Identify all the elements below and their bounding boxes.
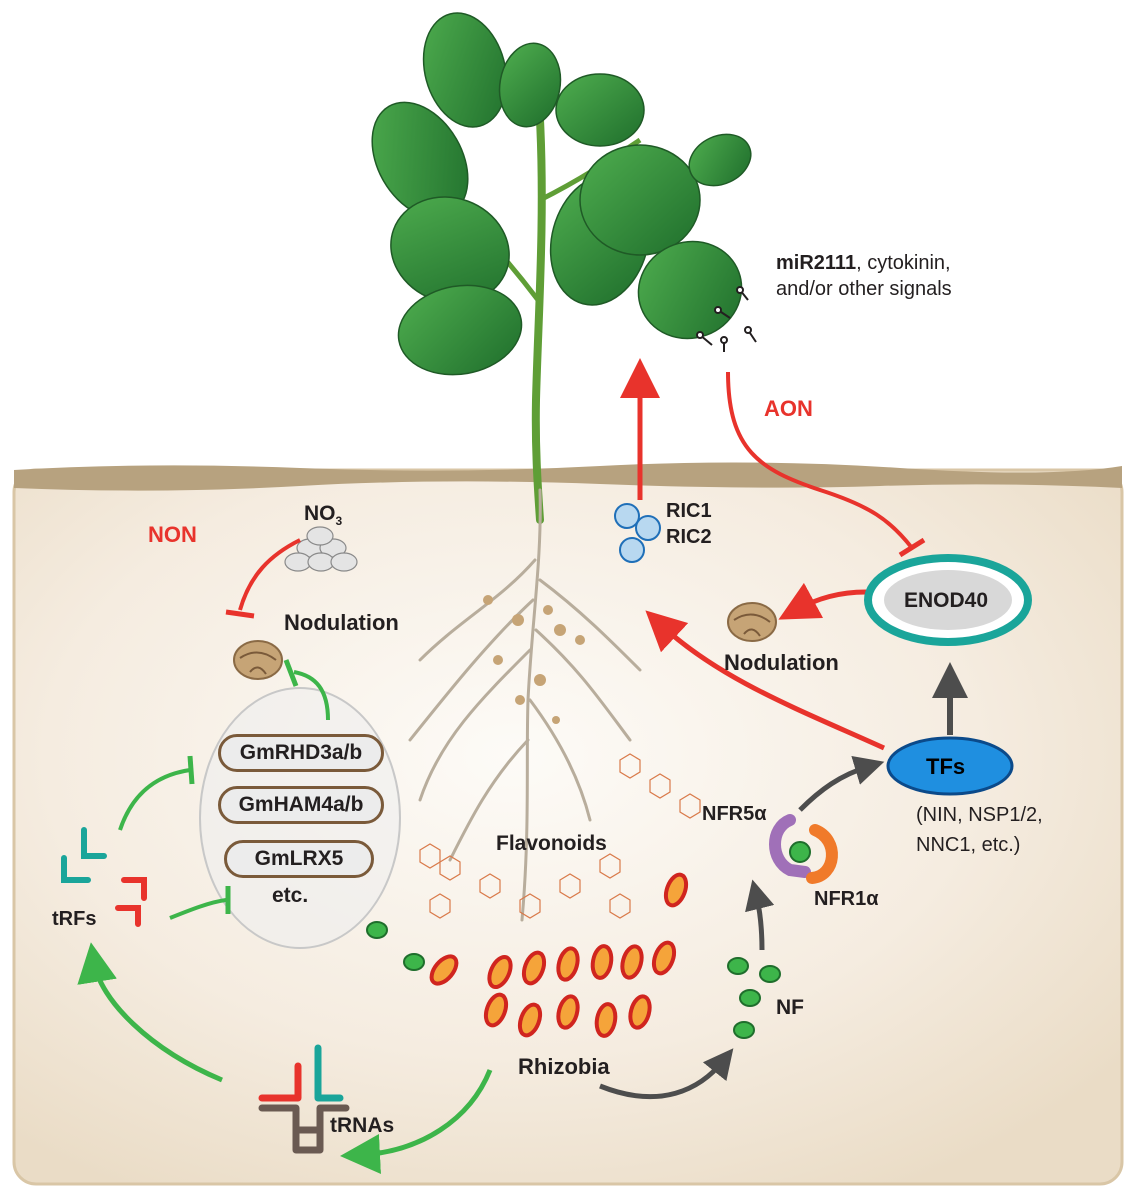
root-nodules	[483, 595, 585, 724]
nfr-receptor-complex	[769, 814, 838, 884]
tf-list-line-2: NNC1, etc.)	[916, 834, 1021, 856]
tfs-label: TFs	[926, 754, 966, 779]
plant-stem	[531, 116, 546, 524]
nfr5-label: NFR5α	[702, 803, 767, 825]
nodulation-right-label: Nodulation	[724, 650, 839, 675]
leaf	[688, 133, 752, 187]
leaf	[637, 240, 743, 340]
nf-label: NF	[776, 996, 804, 1019]
flavonoid-molecules	[419, 753, 701, 919]
ric2-label: RIC2	[666, 526, 712, 548]
signals-line-1: miR2111, cytokinin,	[776, 252, 951, 275]
trf-inhibition-lower	[169, 898, 227, 920]
nf-to-receptor-arrow	[745, 879, 775, 951]
aon-label: AON	[764, 396, 813, 421]
gene-inhibition-bar	[283, 659, 299, 687]
leaf	[422, 12, 508, 128]
tf-to-root-arrow	[645, 610, 886, 751]
gene-gmlrx5: GmLRX5	[224, 840, 374, 878]
signals-line-2: and/or other signals	[776, 278, 952, 300]
trf-inhibition-bar-upper	[187, 755, 195, 785]
non-label: NON	[148, 522, 197, 547]
trnas-label: tRNAs	[330, 1114, 395, 1137]
non-inhibition-line	[238, 538, 301, 611]
nf-molecules	[366, 921, 781, 1039]
nfr1-label: NFR1α	[814, 888, 879, 910]
rhizobia-label: Rhizobia	[518, 1054, 610, 1079]
aon-inhibition-line	[726, 371, 914, 550]
enod40-to-nodulation-arrow	[778, 582, 867, 620]
receptor-to-tf-arrow	[798, 755, 885, 812]
trna-cloverleaf-icon	[258, 1044, 350, 1154]
tf-list-line-1: (NIN, NSP1/2,	[916, 804, 1043, 826]
tfs-ellipse	[886, 736, 1014, 796]
trf-fragments	[61, 827, 147, 927]
ric1-label: RIC1	[666, 500, 712, 522]
plant-leaves	[371, 12, 752, 376]
gene-to-nodulation-inhibition	[293, 670, 330, 721]
nodule-left-icon	[233, 640, 283, 680]
gene-gmham4: GmHAM4a/b	[218, 786, 384, 824]
flavonoids-label: Flavonoids	[496, 832, 607, 855]
signals-rest-1: , cytokinin,	[856, 252, 951, 274]
leaf	[498, 42, 562, 128]
root-system	[408, 488, 642, 922]
rhizobia-to-nf-arrow	[599, 1048, 734, 1100]
mirna-label: miR2111	[776, 252, 857, 274]
enod40-label: ENOD40	[904, 589, 989, 612]
rhizobia-to-trna-arrow	[340, 1069, 493, 1174]
leaf	[397, 284, 523, 376]
leaf	[579, 144, 701, 256]
genes-etc-label: etc.	[272, 884, 309, 907]
nodule-right-icon	[727, 602, 777, 642]
trna-to-trf-arrow	[77, 942, 223, 1083]
gene-gmrhd3: GmRHD3a/b	[218, 734, 384, 772]
trfs-label: tRFs	[52, 908, 97, 930]
aon-inhibition-bar	[898, 537, 926, 558]
nitrate-pile	[284, 526, 358, 572]
leaf	[555, 73, 645, 147]
rhizobia-bacteria	[429, 872, 689, 1038]
enod40-core	[884, 570, 1012, 630]
trf-inhibition-upper	[118, 768, 191, 831]
ric-peptides	[614, 503, 661, 563]
mirna-signal-molecules	[696, 286, 757, 352]
no3-base: NO	[304, 502, 336, 525]
soil-surface	[14, 462, 1122, 491]
no3-label: NO3	[304, 502, 342, 528]
nodulation-left-label: Nodulation	[284, 610, 399, 635]
no3-subscript: 3	[335, 514, 343, 529]
non-inhibition-bar	[225, 609, 255, 619]
